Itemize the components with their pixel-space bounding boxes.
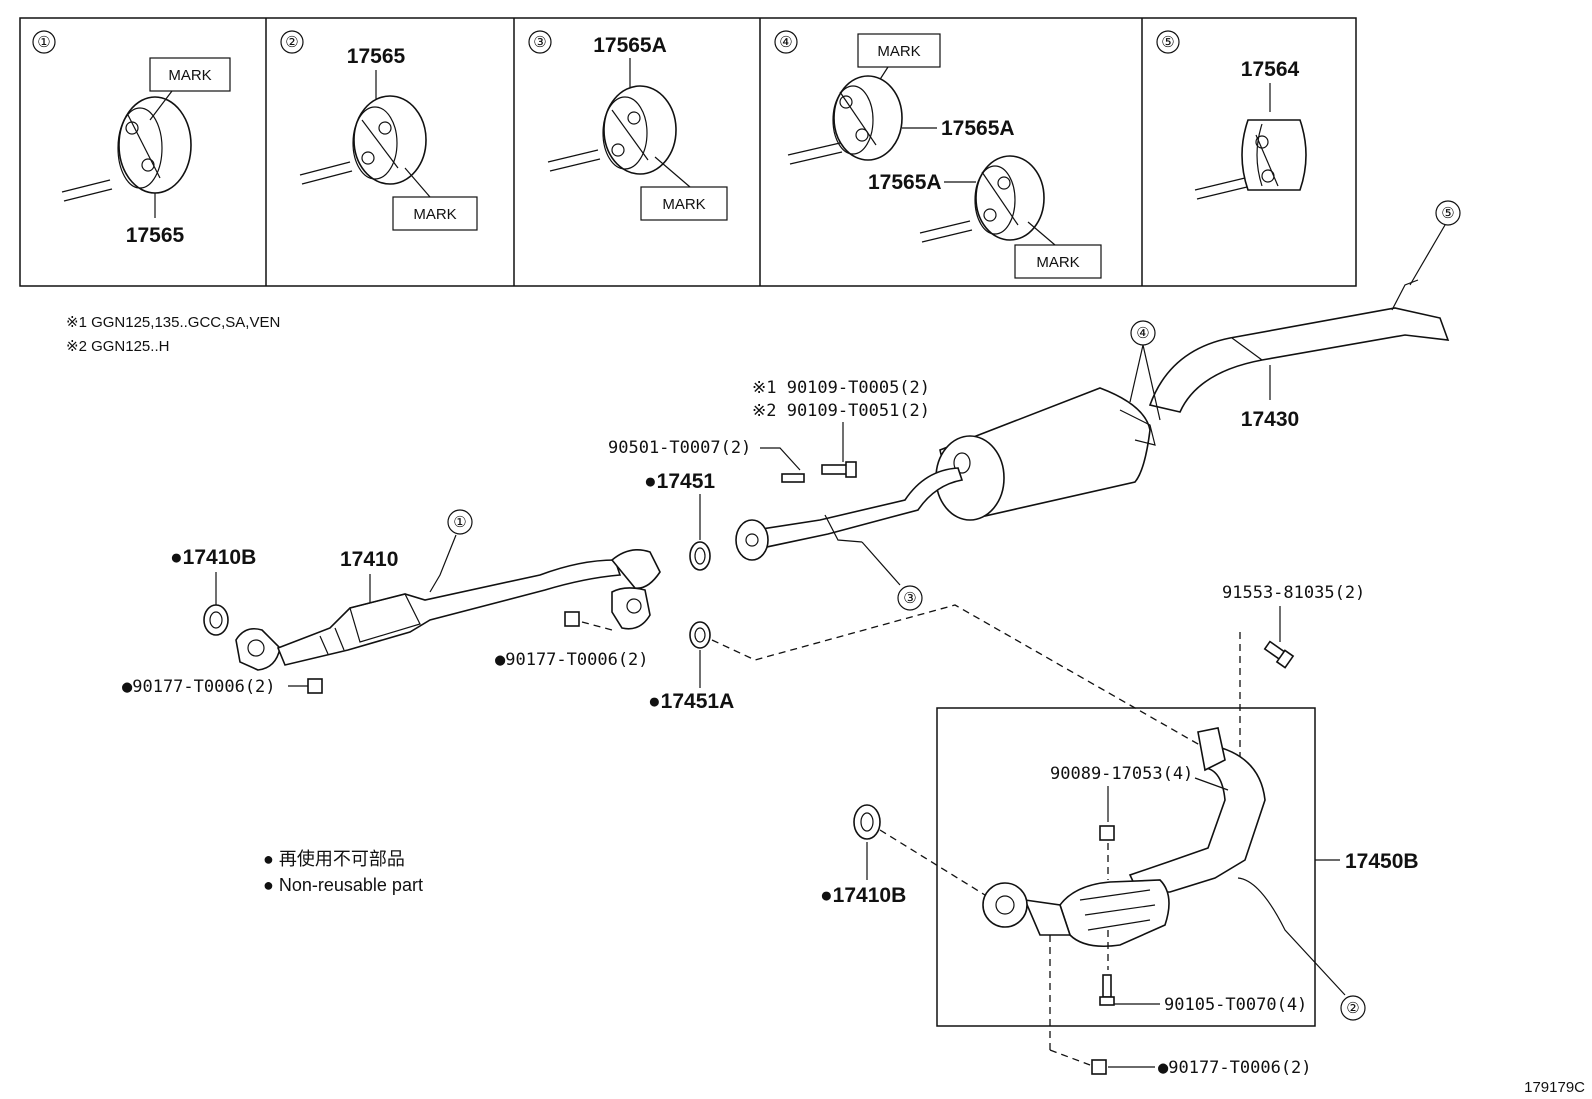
legend-ja: ● 再使用不可部品 — [263, 849, 405, 869]
label-bolt-1: ※1 90109-T0005(2) — [752, 378, 930, 398]
label-17410B-b: ●17410B — [820, 884, 906, 907]
applicability-notes: ※1 GGN125,135..GCC,SA,VEN ※2 GGN125..H — [66, 314, 280, 355]
panel-number: ④ — [779, 34, 792, 51]
callout-3: ③ — [903, 590, 916, 607]
mark-label: MARK — [1036, 254, 1079, 271]
hanger-rubber-icon — [1241, 119, 1307, 191]
bolt-icon — [821, 461, 857, 478]
part-number: 17565 — [126, 224, 185, 247]
panel-2: ② 17565 MARK — [280, 30, 478, 231]
hanger-rubber-icon — [117, 96, 192, 194]
label-17410B-a: ●17410B — [170, 546, 256, 569]
detail-panels: ① MARK 17565 ② 17565 — [19, 17, 1357, 287]
hanger-rubber-icon — [832, 75, 903, 161]
note-1: ※1 GGN125,135..GCC,SA,VEN — [66, 314, 280, 331]
panel-1: ① MARK 17565 — [32, 30, 231, 247]
label-nut-90089: 90089-17053(4) — [1050, 764, 1193, 784]
label-nut-c: ●90177-T0006(2) — [1158, 1058, 1312, 1078]
legend: ● 再使用不可部品 ● Non-reusable part — [263, 849, 423, 895]
mark-label: MARK — [662, 196, 705, 213]
callout-2: ② — [1346, 1000, 1359, 1017]
label-bolt-91553: 91553-81035(2) — [1222, 583, 1365, 603]
label-17451: ●17451 — [644, 470, 715, 493]
mark-label: MARK — [877, 43, 920, 60]
part-number: 17565A — [868, 171, 942, 194]
converter-assembly: 91553-81035(2) 90089-17053(4) 90105-T — [820, 583, 1419, 1078]
gasket-icon — [853, 804, 881, 840]
nut-icon — [307, 678, 323, 694]
panel-number: ⑤ — [1161, 34, 1174, 51]
label-bolt-2: ※2 90109-T0051(2) — [752, 401, 930, 421]
part-number: 17565 — [347, 45, 406, 68]
front-pipe-assembly: ●17410B 17410 ① ●90177-T0006(2) — [122, 509, 1206, 749]
nut-icon — [564, 611, 580, 627]
label-17450B: 17450B — [1345, 850, 1419, 873]
joint-fasteners: ※1 90109-T0005(2) ※2 90109-T0051(2) 9050… — [608, 378, 930, 571]
callout-4: ④ — [1136, 325, 1149, 342]
nut-icon — [1091, 1059, 1107, 1075]
panel-number: ③ — [533, 34, 546, 51]
note-2: ※2 GGN125..H — [66, 338, 169, 355]
tail-pipe-assembly: ④ ⑤ 17430 ③ — [735, 200, 1461, 611]
gasket-icon — [203, 604, 229, 636]
label-17451A: ●17451A — [648, 690, 734, 713]
callout-5: ⑤ — [1441, 205, 1454, 222]
mark-label: MARK — [413, 206, 456, 223]
label-bolt-90105: 90105-T0070(4) — [1164, 995, 1307, 1015]
label-17430: 17430 — [1241, 408, 1299, 431]
gasket-icon — [689, 621, 711, 649]
hanger-rubber-icon — [352, 95, 427, 185]
label-spring: 90501-T0007(2) — [608, 438, 751, 458]
figure-id: 179179C — [1524, 1079, 1585, 1096]
panel-number: ② — [285, 34, 298, 51]
panel-4: ④ MARK 17565A 17565A — [774, 30, 1102, 279]
part-number: 17565A — [593, 34, 667, 57]
legend-en: ● Non-reusable part — [263, 875, 423, 895]
spring-icon — [781, 473, 805, 483]
callout-1: ① — [453, 514, 466, 531]
gasket-icon — [689, 541, 711, 571]
panel-3: ③ 17565A MARK — [528, 30, 728, 221]
hanger-rubber-icon — [602, 85, 677, 175]
label-17410: 17410 — [340, 548, 398, 571]
nut-icon — [1099, 825, 1115, 841]
mark-label: MARK — [168, 67, 211, 84]
bolt-icon — [1099, 974, 1115, 1006]
hanger-rubber-icon — [974, 155, 1045, 241]
panel-5: ⑤ 17564 — [1156, 30, 1307, 200]
panel-number: ① — [37, 34, 50, 51]
part-number: 17564 — [1241, 58, 1300, 81]
bolt-icon — [1263, 640, 1295, 669]
label-nut-a: ●90177-T0006(2) — [122, 677, 276, 697]
label-nut-b: ●90177-T0006(2) — [495, 650, 649, 670]
part-number: 17565A — [941, 117, 1015, 140]
